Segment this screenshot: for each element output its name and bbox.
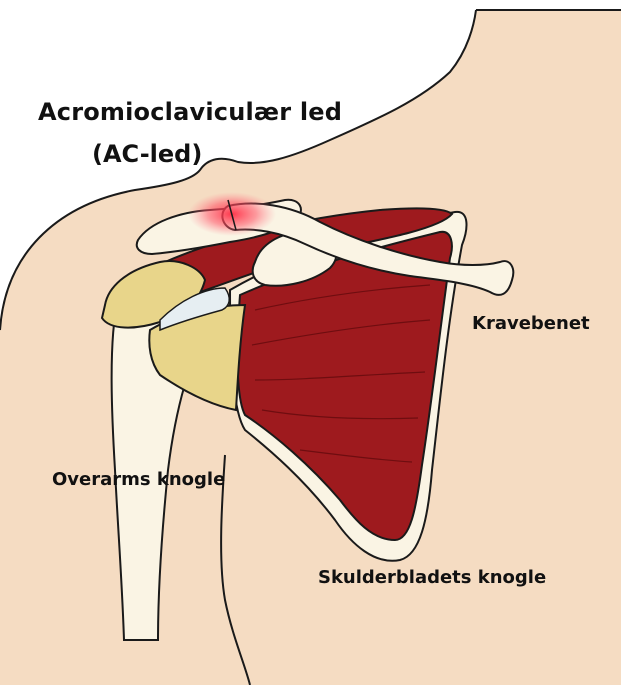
ac-joint-label-line2: (AC-led) (92, 140, 202, 168)
humerus-label: Overarms knogle (52, 469, 225, 490)
ac-joint-label-line1: Acromioclaviculær led (38, 98, 342, 126)
clavicle-label: Kravebenet (472, 313, 590, 334)
scapula-label: Skulderbladets knogle (318, 567, 546, 588)
